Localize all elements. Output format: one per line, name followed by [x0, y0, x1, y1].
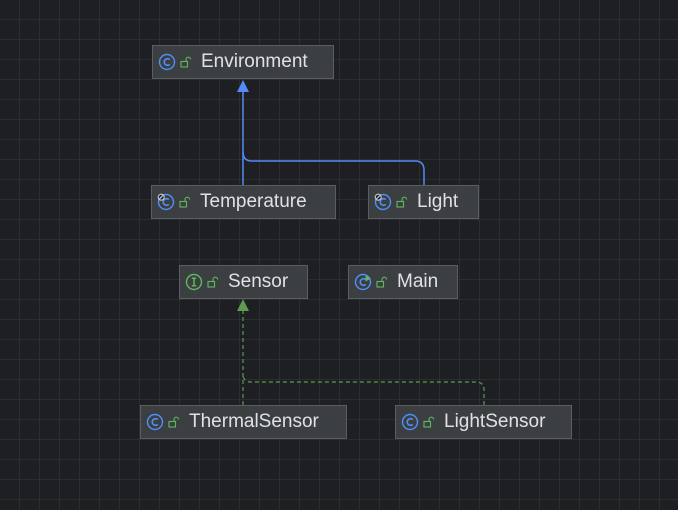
public-visibility-icon [179, 196, 191, 208]
class-icon [401, 413, 419, 431]
node-thermalsensor[interactable]: ThermalSensor [140, 405, 347, 439]
extends-arrowhead [237, 80, 249, 92]
node-label: Sensor [228, 271, 289, 292]
extends-edge-light [242, 151, 425, 185]
node-label: LightSensor [444, 411, 546, 432]
node-environment[interactable]: Environment [152, 45, 334, 79]
node-light[interactable]: Light [368, 185, 479, 219]
public-visibility-icon [376, 276, 388, 288]
node-lightsensor[interactable]: LightSensor [395, 405, 572, 439]
node-main[interactable]: Main [348, 265, 458, 299]
abstract-class-icon [157, 193, 175, 211]
class-icon [158, 53, 176, 71]
runnable-class-icon [354, 273, 372, 291]
abstract-class-icon [374, 193, 392, 211]
public-visibility-icon [207, 276, 219, 288]
node-label: Main [397, 271, 439, 292]
node-label: Temperature [200, 191, 307, 212]
node-label: ThermalSensor [189, 411, 319, 432]
public-visibility-icon [423, 416, 435, 428]
implements-edge-lightsensor [242, 373, 485, 405]
node-temperature[interactable]: Temperature [151, 185, 336, 219]
node-label: Light [417, 191, 459, 212]
public-visibility-icon [168, 416, 180, 428]
node-label: Environment [201, 51, 308, 72]
public-visibility-icon [180, 56, 192, 68]
node-sensor[interactable]: Sensor [179, 265, 308, 299]
class-icon [146, 413, 164, 431]
public-visibility-icon [396, 196, 408, 208]
interface-icon [185, 273, 203, 291]
implements-arrowhead [237, 299, 249, 311]
